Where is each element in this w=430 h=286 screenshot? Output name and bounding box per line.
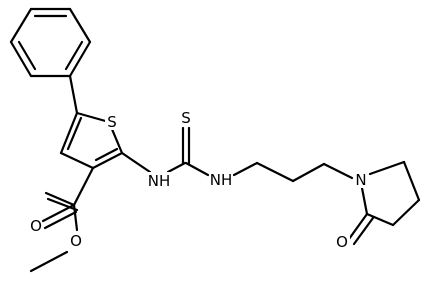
bond-propyl-1	[255, 161, 295, 183]
atom-o-lactam: O	[334, 233, 350, 251]
atom-o-ester-carbonyl: O	[28, 217, 44, 235]
bond-thiourea-nh	[184, 161, 210, 177]
atom-o-ester-ether: O	[68, 232, 84, 250]
bond-c2-nh	[120, 151, 152, 174]
bond-nh-thiourea	[166, 161, 187, 174]
atom-n-pyrrolidinone: N	[354, 171, 368, 189]
svg-text:NH: NH	[210, 171, 233, 189]
bond-nh-propyl	[232, 161, 259, 177]
svg-text:N: N	[355, 171, 366, 189]
atom-nh-right: NH	[209, 171, 233, 189]
atom-s-thione: S	[179, 109, 193, 127]
bond-ester-co-b	[43, 210, 78, 230]
bond-phenyl-thiophene	[68, 74, 79, 115]
phenyl-ring	[9, 7, 92, 78]
atom-s-ring: S	[105, 113, 119, 131]
bond-propyl-n	[322, 162, 354, 180]
bond-ester-co-a	[41, 204, 74, 223]
svg-text:O: O	[336, 233, 348, 251]
pyrrolidinone-ring	[347, 160, 421, 246]
svg-text:O: O	[30, 217, 42, 235]
bond-propyl-2	[291, 162, 326, 183]
svg-text:O: O	[70, 232, 82, 250]
svg-text:S: S	[107, 113, 117, 131]
svg-text:NH: NH	[148, 172, 171, 190]
methyl-ester	[29, 166, 95, 273]
atom-nh-left: NH	[147, 172, 171, 190]
svg-text:S: S	[181, 109, 191, 127]
